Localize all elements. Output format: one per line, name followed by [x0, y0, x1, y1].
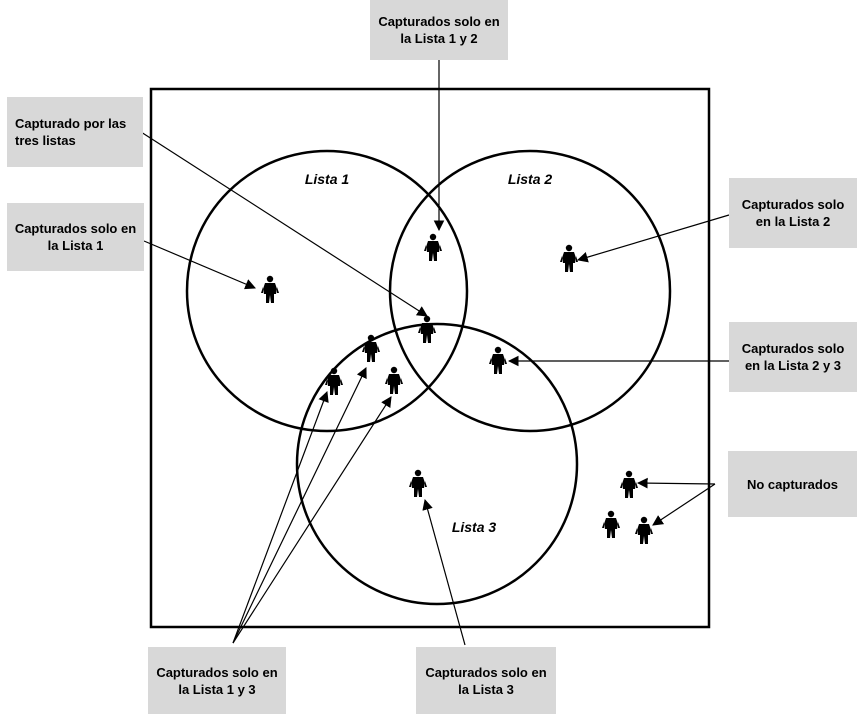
lista-1-label: Lista 1 [305, 171, 350, 187]
person-silhouette-icon [602, 510, 620, 538]
arrow-no-capturados-b [652, 483, 716, 526]
arrow-no-capturados-a [636, 477, 716, 489]
arrow-solo-1-y-3-b [232, 367, 367, 644]
callout-tres-listas: Capturado por las tres listas [7, 97, 143, 167]
person-silhouette-icon [261, 275, 279, 303]
person-silhouette-icon [620, 470, 638, 498]
person-silhouette-icon [560, 244, 578, 272]
person-silhouette-icon [409, 469, 427, 497]
population-frame [149, 87, 711, 629]
lista-3-label: Lista 3 [452, 519, 497, 535]
lista-2-circle [388, 149, 672, 433]
person-silhouette-icon [325, 367, 343, 395]
callout-solo-1-y-2: Capturados solo en la Lista 1 y 2 [370, 0, 508, 60]
person-silhouette-icon [385, 366, 403, 394]
lista-2-label: Lista 2 [508, 171, 553, 187]
person-silhouette-icon [418, 315, 436, 343]
callout-solo-2-y-3: Capturados solo en la Lista 2 y 3 [729, 322, 857, 392]
lista-1-circle [185, 149, 469, 433]
arrow-solo-1-y-3-a [232, 390, 329, 644]
callout-solo-3: Capturados solo en la Lista 3 [416, 647, 556, 714]
arrow-tres-listas [140, 131, 428, 317]
callout-solo-1: Capturados solo en la Lista 1 [7, 203, 144, 271]
person-silhouette-icon [489, 346, 507, 374]
arrow-solo-2 [576, 214, 730, 263]
lista-3-circle [295, 322, 579, 606]
callout-solo-2: Capturados solo en la Lista 2 [729, 178, 857, 248]
person-silhouette-icon [424, 233, 442, 261]
arrow-solo-1 [143, 240, 256, 290]
arrow-solo-1-y-3-c [232, 396, 392, 644]
person-silhouette-icon [362, 334, 380, 362]
callout-solo-1-y-3: Capturados solo en la Lista 1 y 3 [148, 647, 286, 714]
person-silhouette-icon [635, 516, 653, 544]
callout-no-capturados: No capturados [728, 451, 857, 517]
arrow-solo-3 [422, 498, 466, 646]
